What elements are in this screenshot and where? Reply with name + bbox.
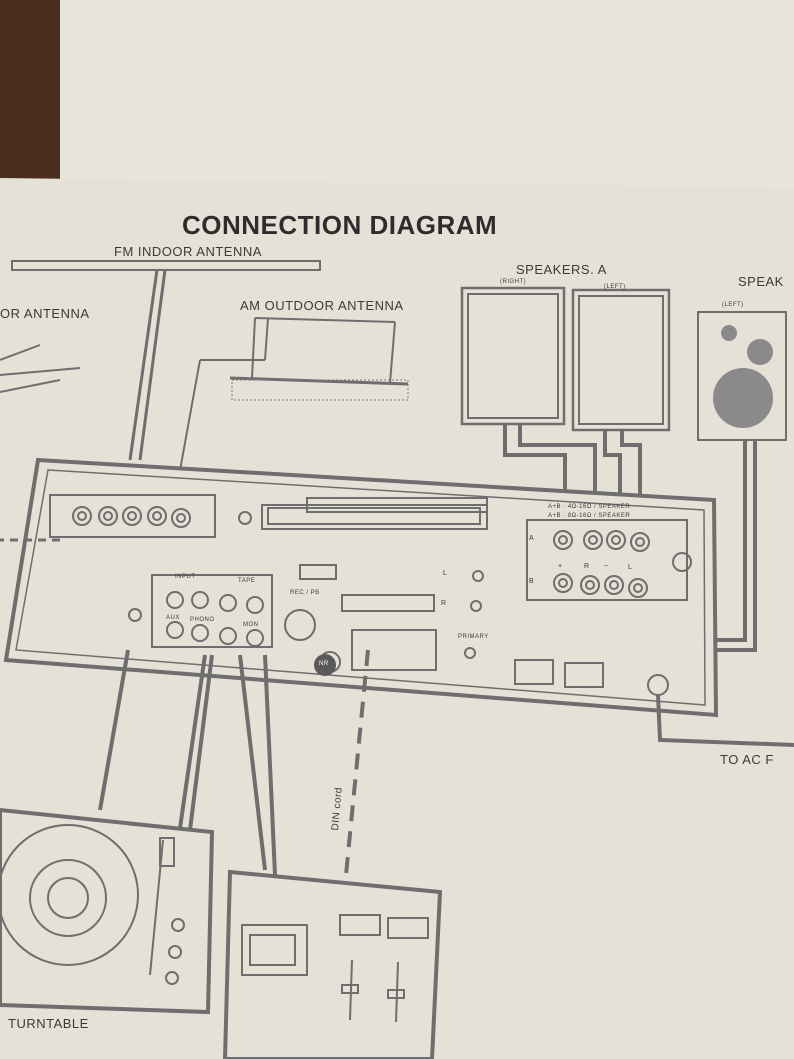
label-rec-pb: REC / PB — [290, 590, 320, 596]
label-r-speaker: R — [584, 563, 590, 570]
speaker-b-drivers — [713, 325, 773, 428]
nr-badge-circle — [314, 654, 336, 676]
receiver-unit — [3, 457, 719, 718]
fm-outdoor-antenna — [0, 344, 81, 393]
signal-cables — [98, 649, 370, 886]
label-nr-badge: NR — [319, 661, 329, 667]
turntable-device — [0, 807, 215, 1015]
label-l-switch: L — [443, 570, 448, 577]
label-fm-outdoor-antenna: OR ANTENNA — [0, 306, 90, 321]
label-fm-indoor-antenna: FM INDOOR ANTENNA — [114, 244, 262, 259]
label-phono: PHONO — [190, 617, 215, 623]
label-r-switch: R — [441, 600, 447, 607]
label-to-ac: TO AC F — [720, 752, 774, 767]
label-left: (LEFT) — [604, 284, 626, 290]
label-aux: AUX — [166, 615, 180, 621]
label-primary: PRIMARY — [458, 634, 489, 640]
label-turntable: TURNTABLE — [8, 1016, 89, 1031]
label-speaker-spec-1: A+B · 4Ω-16Ω / SPEAKER — [548, 504, 631, 510]
label-speaker-spec-2: A+B · 8Ω-16Ω / SPEAKER — [548, 513, 631, 519]
label-plus: + — [558, 563, 563, 570]
label-left-b: (LEFT) — [722, 302, 744, 308]
label-tape: TAPE — [238, 578, 256, 584]
cassette-deck — [222, 869, 443, 1059]
label-l-speaker: L — [628, 564, 633, 571]
label-terminal-a: A — [529, 535, 535, 542]
label-mon: MON — [243, 622, 259, 628]
label-right: (RIGHT) — [500, 279, 527, 285]
am-outdoor-antenna — [174, 317, 409, 499]
label-minus: − — [604, 563, 609, 570]
label-input: INPUT — [175, 574, 196, 580]
diagram-title: CONNECTION DIAGRAM — [182, 210, 498, 240]
ac-cord — [656, 694, 794, 747]
label-speakers-a: SPEAKERS. A — [516, 262, 607, 277]
background-table — [0, 0, 794, 190]
label-am-outdoor-antenna: AM OUTDOOR ANTENNA — [240, 298, 404, 313]
speaker-a-right — [460, 286, 566, 426]
background-wood — [0, 0, 60, 180]
label-terminal-b: B — [529, 578, 535, 585]
am-ground-hatching — [231, 379, 409, 401]
fm-indoor-antenna — [11, 260, 321, 461]
speaker-b-left — [697, 311, 787, 441]
label-speakers-b: SPEAK — [738, 274, 784, 289]
